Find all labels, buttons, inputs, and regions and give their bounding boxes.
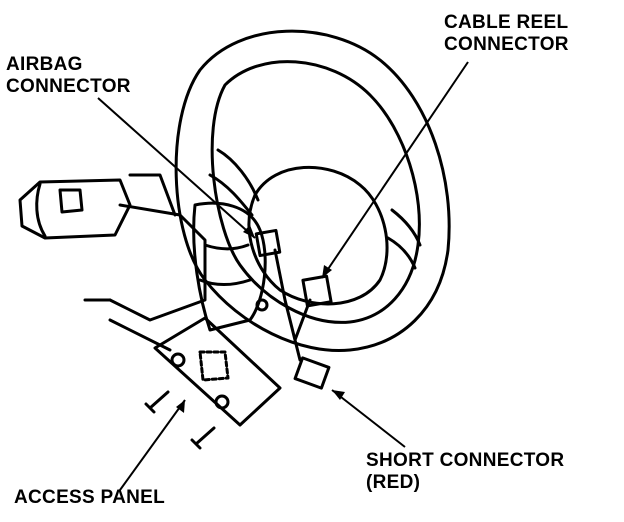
cable-reel-connector-label-line2: CONNECTOR [444, 34, 569, 55]
cable-reel-connector-label-line1: CABLE REEL [444, 12, 569, 33]
leader-airbag [97, 97, 256, 239]
screw-lower [190, 426, 216, 450]
wheel-spoke-right [390, 208, 422, 247]
airbag-connector-label-line1: AIRBAG [6, 54, 83, 75]
column-shroud [192, 201, 267, 332]
arrowhead-access [176, 400, 185, 413]
arrowhead-airbag [243, 225, 255, 238]
airbag-connector-label: AIRBAG CONNECTOR [6, 54, 131, 98]
short-connector-label-line1: SHORT CONNECTOR [366, 450, 565, 471]
short-connector-label: SHORT CONNECTOR (RED) [366, 450, 564, 494]
wheel-rim-outer [174, 29, 451, 353]
short-connector-label-line2: (RED) [366, 472, 421, 493]
stalk-left [18, 178, 132, 240]
arrowhead-cable-reel [322, 265, 332, 278]
access-panel-label: ACCESS PANEL [14, 487, 166, 508]
airbag-connector [254, 228, 282, 258]
cable-reel-connector-label: CABLE REEL CONNECTOR [444, 12, 569, 56]
cable-reel-connector [301, 274, 333, 308]
leader-access [119, 399, 186, 491]
harness-wire [273, 248, 312, 362]
arrowhead-short [332, 390, 345, 400]
short-connector [293, 356, 331, 390]
wheel-rim-inner [210, 60, 421, 324]
airbag-connector-label-line2: CONNECTOR [6, 76, 131, 97]
wheel-spoke-left [216, 148, 260, 202]
leader-cable-reel [321, 61, 469, 279]
column-body [108, 203, 207, 322]
leader-short [331, 389, 406, 448]
wheel-hub [247, 165, 389, 306]
screw-upper [144, 390, 170, 414]
access-panel [153, 316, 282, 427]
